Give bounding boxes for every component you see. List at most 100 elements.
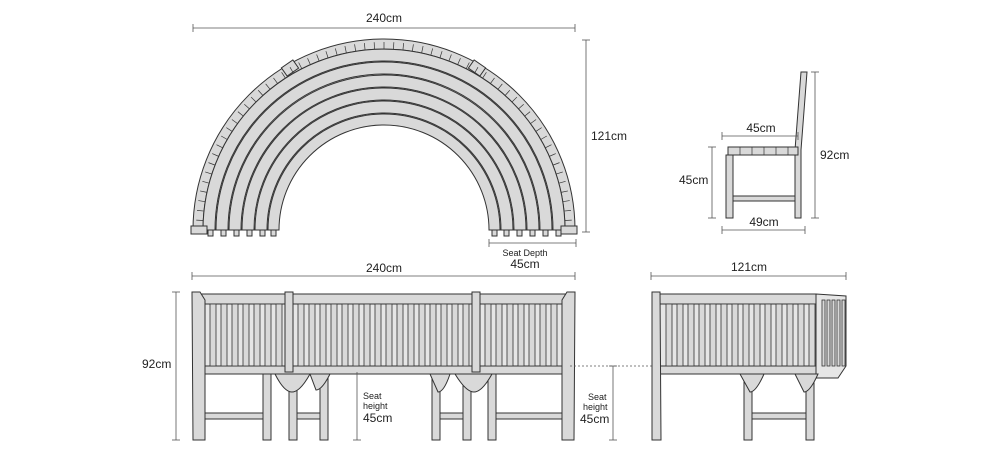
front-view-seat-rail — [199, 365, 569, 375]
label-end-seat-height-2: height — [583, 402, 608, 412]
hatch-mark — [540, 135, 547, 140]
hatch-mark — [474, 67, 479, 74]
top-view-foot-right — [560, 225, 578, 235]
front-view-stretcher-left — [204, 412, 264, 420]
front-back-slat — [341, 303, 349, 367]
front-back-slat — [209, 303, 217, 367]
label-side-leg-span: 49cm — [749, 215, 779, 229]
hatch-mark — [552, 162, 560, 166]
front-back-slat — [495, 303, 503, 367]
front-back-slat — [275, 303, 283, 367]
front-back-slat — [363, 303, 371, 367]
front-view-stretcher-mid-left — [296, 412, 321, 420]
hatch-mark — [430, 48, 433, 56]
front-view-leg-1 — [262, 373, 272, 441]
hatch-mark — [558, 181, 566, 184]
hatch-mark — [198, 200, 206, 203]
end-side-slat — [826, 299, 831, 367]
hatch-mark — [560, 190, 568, 193]
hatch-mark — [325, 51, 329, 58]
side-view — [725, 71, 808, 219]
end-view-dimensions — [650, 272, 847, 280]
front-view-bracket-4 — [454, 373, 493, 393]
hatch-mark — [208, 162, 216, 166]
hatch-mark — [354, 44, 357, 52]
front-view-bracket-1 — [274, 373, 311, 393]
front-back-slat — [220, 303, 228, 367]
end-back-slat — [786, 303, 794, 367]
end-back-slat — [742, 303, 750, 367]
front-back-slat — [440, 303, 448, 367]
top-view-post-right — [467, 59, 487, 77]
front-view-post-mid-left — [284, 291, 294, 373]
label-front-seat-height-1: Seat — [363, 391, 382, 401]
hatch-mark — [281, 72, 286, 79]
end-back-slat — [764, 303, 772, 367]
hatch-mark — [265, 83, 271, 90]
end-back-slat — [709, 303, 717, 367]
label-seat-depth-title: Seat Depth — [502, 248, 548, 258]
end-back-slat — [720, 303, 728, 367]
front-back-slat — [517, 303, 525, 367]
end-back-slat — [808, 303, 816, 367]
hatch-mark — [196, 210, 205, 212]
hatch-mark — [364, 42, 366, 51]
hatch-mark — [490, 77, 495, 84]
front-view-post-right — [561, 291, 576, 441]
hatch-mark — [231, 119, 238, 124]
hatch-mark — [465, 62, 470, 69]
top-view-dimensions — [192, 24, 590, 247]
end-back-slat — [665, 303, 673, 367]
front-view-back-panel — [203, 303, 567, 367]
hatch-mark — [273, 77, 278, 84]
hatch-mark — [202, 181, 210, 184]
end-side-slat — [836, 299, 841, 367]
end-side-slat — [821, 299, 826, 367]
hatch-mark — [205, 171, 212, 175]
hatch-mark — [535, 127, 542, 132]
end-view-bracket-2 — [794, 373, 819, 393]
front-view-leg-6 — [487, 373, 497, 441]
hatch-mark — [316, 54, 320, 62]
front-back-slat — [319, 303, 327, 367]
end-back-slat — [775, 303, 783, 367]
label-end-width: 121cm — [730, 260, 768, 274]
hatch-mark — [563, 210, 572, 212]
hatch-mark — [530, 119, 537, 124]
front-back-slat — [528, 303, 536, 367]
top-view-seat-ring-5 — [254, 100, 514, 231]
label-front-width: 240cm — [365, 261, 403, 275]
top-view-leg-stubs-right — [491, 229, 562, 237]
end-side-slat — [831, 299, 836, 367]
front-back-slat — [330, 303, 338, 367]
front-view-top-rail — [197, 293, 571, 305]
front-view-back-slats — [209, 303, 558, 367]
top-view — [190, 38, 578, 237]
hatch-mark — [237, 111, 244, 117]
side-view-stretcher — [732, 195, 796, 202]
hatch-mark — [216, 144, 223, 149]
hatch-mark — [402, 42, 404, 51]
end-view-bracket-1 — [739, 373, 765, 393]
hatch-mark — [226, 127, 233, 132]
hatch-mark — [289, 67, 294, 74]
front-view-bracket-3 — [429, 373, 451, 393]
end-view-back-slats — [665, 299, 846, 367]
label-front-seat-height-2: height — [363, 401, 388, 411]
label-top-width: 240cm — [365, 11, 403, 25]
top-view-seat-ring-6 — [267, 113, 501, 231]
front-view-stretcher-right — [495, 412, 563, 420]
side-view-front-leg — [725, 154, 734, 219]
hatch-mark — [257, 90, 264, 96]
front-back-slat — [374, 303, 382, 367]
hatch-mark — [562, 200, 570, 203]
front-back-slat — [451, 303, 459, 367]
hatch-mark — [307, 58, 311, 65]
hatch-mark — [221, 135, 228, 140]
hatch-mark — [448, 54, 452, 62]
top-view-seat-ring-4 — [241, 87, 527, 231]
front-back-slat — [484, 303, 492, 367]
hatch-mark — [457, 58, 461, 65]
hatch-mark — [411, 44, 414, 52]
